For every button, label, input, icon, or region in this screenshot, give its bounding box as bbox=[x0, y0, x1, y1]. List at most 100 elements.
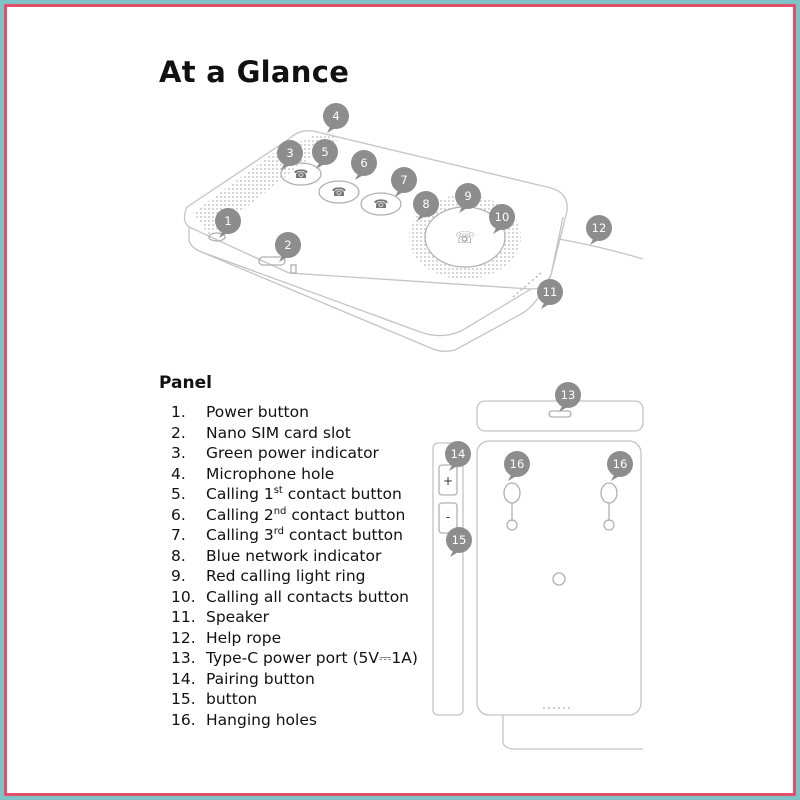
item-text: Power button bbox=[206, 403, 309, 421]
list-item: 2. Nano SIM card slot bbox=[171, 423, 418, 444]
callout-number: 16 bbox=[613, 457, 628, 471]
callout-number: 3 bbox=[286, 146, 293, 160]
list-item: 3.Green power indicator bbox=[171, 443, 418, 464]
item-text: Speaker bbox=[206, 608, 270, 626]
item-text: Red calling light ring bbox=[206, 567, 366, 585]
callout-number: 7 bbox=[400, 173, 407, 187]
back-dot bbox=[552, 572, 566, 586]
callout-number: 4 bbox=[332, 109, 339, 123]
item-number: 5. bbox=[171, 485, 186, 503]
callout-badge-16: 16 bbox=[504, 451, 530, 481]
power-button bbox=[208, 232, 226, 242]
item-number: 11. bbox=[171, 608, 196, 626]
list-item: 1. Power button bbox=[171, 402, 418, 423]
item-text-rest: contact button bbox=[284, 526, 403, 544]
item-text: Calling all contacts button bbox=[206, 587, 409, 606]
item-text-rest: contact button bbox=[286, 505, 406, 524]
callout-number: 14 bbox=[451, 447, 466, 461]
item-number: 4. bbox=[171, 464, 186, 483]
device-main: ☎ ☎ ☎ ☏ bbox=[183, 130, 644, 352]
minus-mark: - bbox=[446, 510, 450, 524]
volume-up-button bbox=[438, 464, 458, 496]
back-rope bbox=[502, 715, 643, 750]
list-item: 13.Type-C power port (5V⎓1A) bbox=[171, 648, 418, 669]
callout-badge-8: 8 bbox=[413, 191, 439, 221]
list-item: 5.Calling 1st contact button bbox=[171, 484, 418, 505]
callout-number: 1 bbox=[224, 214, 231, 228]
list-item: 6. Calling 2nd contact button bbox=[171, 505, 418, 526]
help-rope bbox=[558, 238, 644, 260]
item-ordinal-suffix: nd bbox=[273, 505, 287, 517]
callout-number: 12 bbox=[592, 221, 607, 235]
item-number: 7. bbox=[171, 526, 186, 544]
callout-badge-10: 10 bbox=[489, 204, 515, 234]
item-text: Hanging holes bbox=[206, 710, 317, 729]
plus-mark: + bbox=[443, 474, 453, 488]
callout-number: 10 bbox=[495, 210, 510, 224]
svg-text:☏: ☏ bbox=[455, 228, 475, 247]
item-number: 6. bbox=[171, 505, 186, 524]
svg-text:☎: ☎ bbox=[294, 167, 309, 181]
callout-number: 8 bbox=[422, 197, 429, 211]
item-number: 10. bbox=[171, 587, 196, 606]
page-title: At a Glance bbox=[159, 55, 350, 89]
list-item: 11. Speaker bbox=[171, 607, 418, 628]
item-number: 2. bbox=[171, 423, 186, 442]
callout-badge-1: 1 bbox=[215, 208, 241, 238]
callout-badge-14: 14 bbox=[445, 441, 471, 471]
sim-pin bbox=[290, 264, 297, 274]
callout-badge-7: 7 bbox=[391, 167, 417, 197]
contact-2-button bbox=[318, 180, 360, 204]
item-number: 8. bbox=[171, 546, 186, 565]
callout-badge-13: 13 bbox=[555, 382, 581, 412]
item-text-rest: contact button bbox=[282, 485, 402, 503]
list-item: 16. Hanging holes bbox=[171, 710, 418, 731]
list-item: 12.Help rope bbox=[171, 628, 418, 649]
list-item: 9. Red calling light ring bbox=[171, 566, 418, 587]
item-number: 9. bbox=[171, 567, 186, 585]
callout-badge-5: 5 bbox=[312, 139, 338, 169]
sim-slot bbox=[258, 256, 286, 266]
item-number: 1. bbox=[171, 403, 186, 421]
item-number: 15. bbox=[171, 690, 196, 708]
volume-down-button bbox=[438, 502, 458, 534]
callout-badge-15: 15 bbox=[446, 527, 472, 557]
callout-number: 13 bbox=[561, 388, 576, 402]
contact-1-button bbox=[280, 162, 322, 186]
item-text: Blue network indicator bbox=[206, 546, 382, 565]
list-item: 10. Calling all contacts button bbox=[171, 587, 418, 608]
contact-3-button bbox=[360, 192, 402, 216]
item-ordinal-suffix: rd bbox=[273, 525, 284, 537]
callout-number: 2 bbox=[284, 238, 291, 252]
list-item: 8. Blue network indicator bbox=[171, 546, 418, 567]
item-text: Calling 2 bbox=[206, 505, 274, 524]
manual-page: At a Glance ☎ ☎ ☎ ☏ bbox=[4, 4, 796, 796]
svg-text:☎: ☎ bbox=[374, 197, 389, 211]
device-illustration: ☎ ☎ ☎ ☏ + - bbox=[183, 103, 644, 750]
device-back bbox=[476, 440, 643, 750]
item-number: 13. bbox=[171, 649, 196, 667]
item-text: Green power indicator bbox=[206, 444, 379, 462]
item-number: 12. bbox=[171, 628, 196, 647]
item-number: 16. bbox=[171, 710, 196, 729]
panel-heading: Panel bbox=[159, 373, 212, 393]
callout-number: 9 bbox=[464, 189, 471, 203]
hanging-hole-left bbox=[503, 482, 521, 504]
list-item: 15.button bbox=[171, 689, 418, 710]
svg-text:☎: ☎ bbox=[332, 185, 347, 199]
speaker-holes bbox=[512, 272, 542, 298]
callout-badge-2: 2 bbox=[275, 232, 301, 262]
callout-number: 6 bbox=[360, 156, 367, 170]
item-text: Nano SIM card slot bbox=[206, 423, 351, 442]
callout-number: 16 bbox=[510, 457, 525, 471]
callout-badge-6: 6 bbox=[351, 150, 377, 180]
callout-badge-16: 16 bbox=[607, 451, 633, 481]
callout-badge-4: 4 bbox=[323, 103, 349, 133]
callout-badge-12: 12 bbox=[586, 215, 612, 245]
item-ordinal-suffix: st bbox=[273, 484, 283, 496]
callout-badge-9: 9 bbox=[455, 183, 481, 213]
item-number: 14. bbox=[171, 669, 196, 688]
callout-number: 5 bbox=[321, 145, 328, 159]
